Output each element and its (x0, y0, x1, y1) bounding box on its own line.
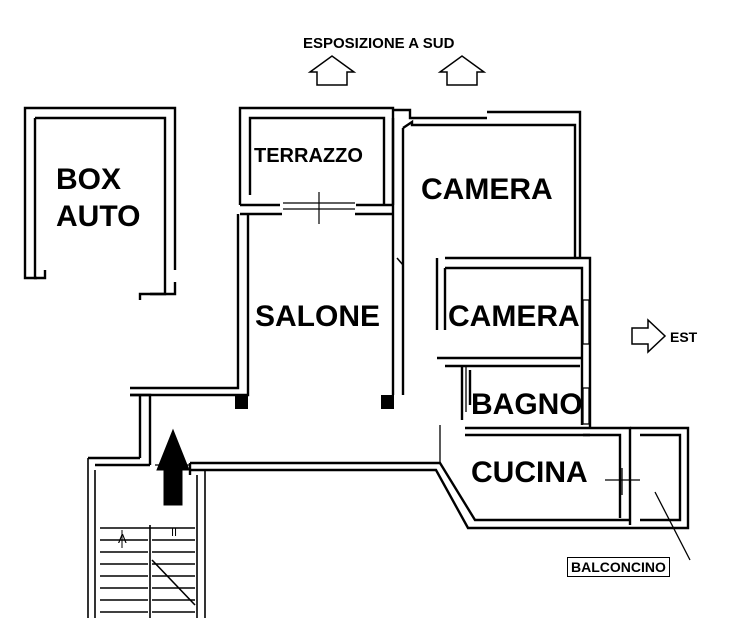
terrazzo-label: TERRAZZO (254, 145, 363, 167)
east-label: EST (670, 329, 698, 345)
north-arrow-icon (437, 55, 487, 86)
salone-label: SALONE (255, 300, 381, 333)
north-arrow-icon (307, 55, 357, 86)
box-auto-label-line2: AUTO (56, 200, 141, 233)
cucina-label: CUCINA (471, 456, 588, 489)
apartment-walls (88, 106, 691, 561)
bagno-label: BAGNO (471, 388, 583, 421)
south-exposure-label: ESPOSIZIONE A SUD (303, 35, 455, 52)
box-auto-label-line1: BOX (56, 163, 122, 196)
stair-mark-a: A (118, 531, 127, 546)
camera-label-2: CAMERA (448, 300, 580, 333)
east-arrow-icon (631, 318, 667, 354)
balconcino-label: BALCONCINO (567, 557, 670, 577)
camera-label-1: CAMERA (421, 173, 553, 206)
box-auto-walls (23, 106, 177, 300)
entrance-arrow-icon (156, 428, 190, 506)
stair-mark-ii: II (171, 527, 178, 539)
stairwell (87, 458, 206, 618)
